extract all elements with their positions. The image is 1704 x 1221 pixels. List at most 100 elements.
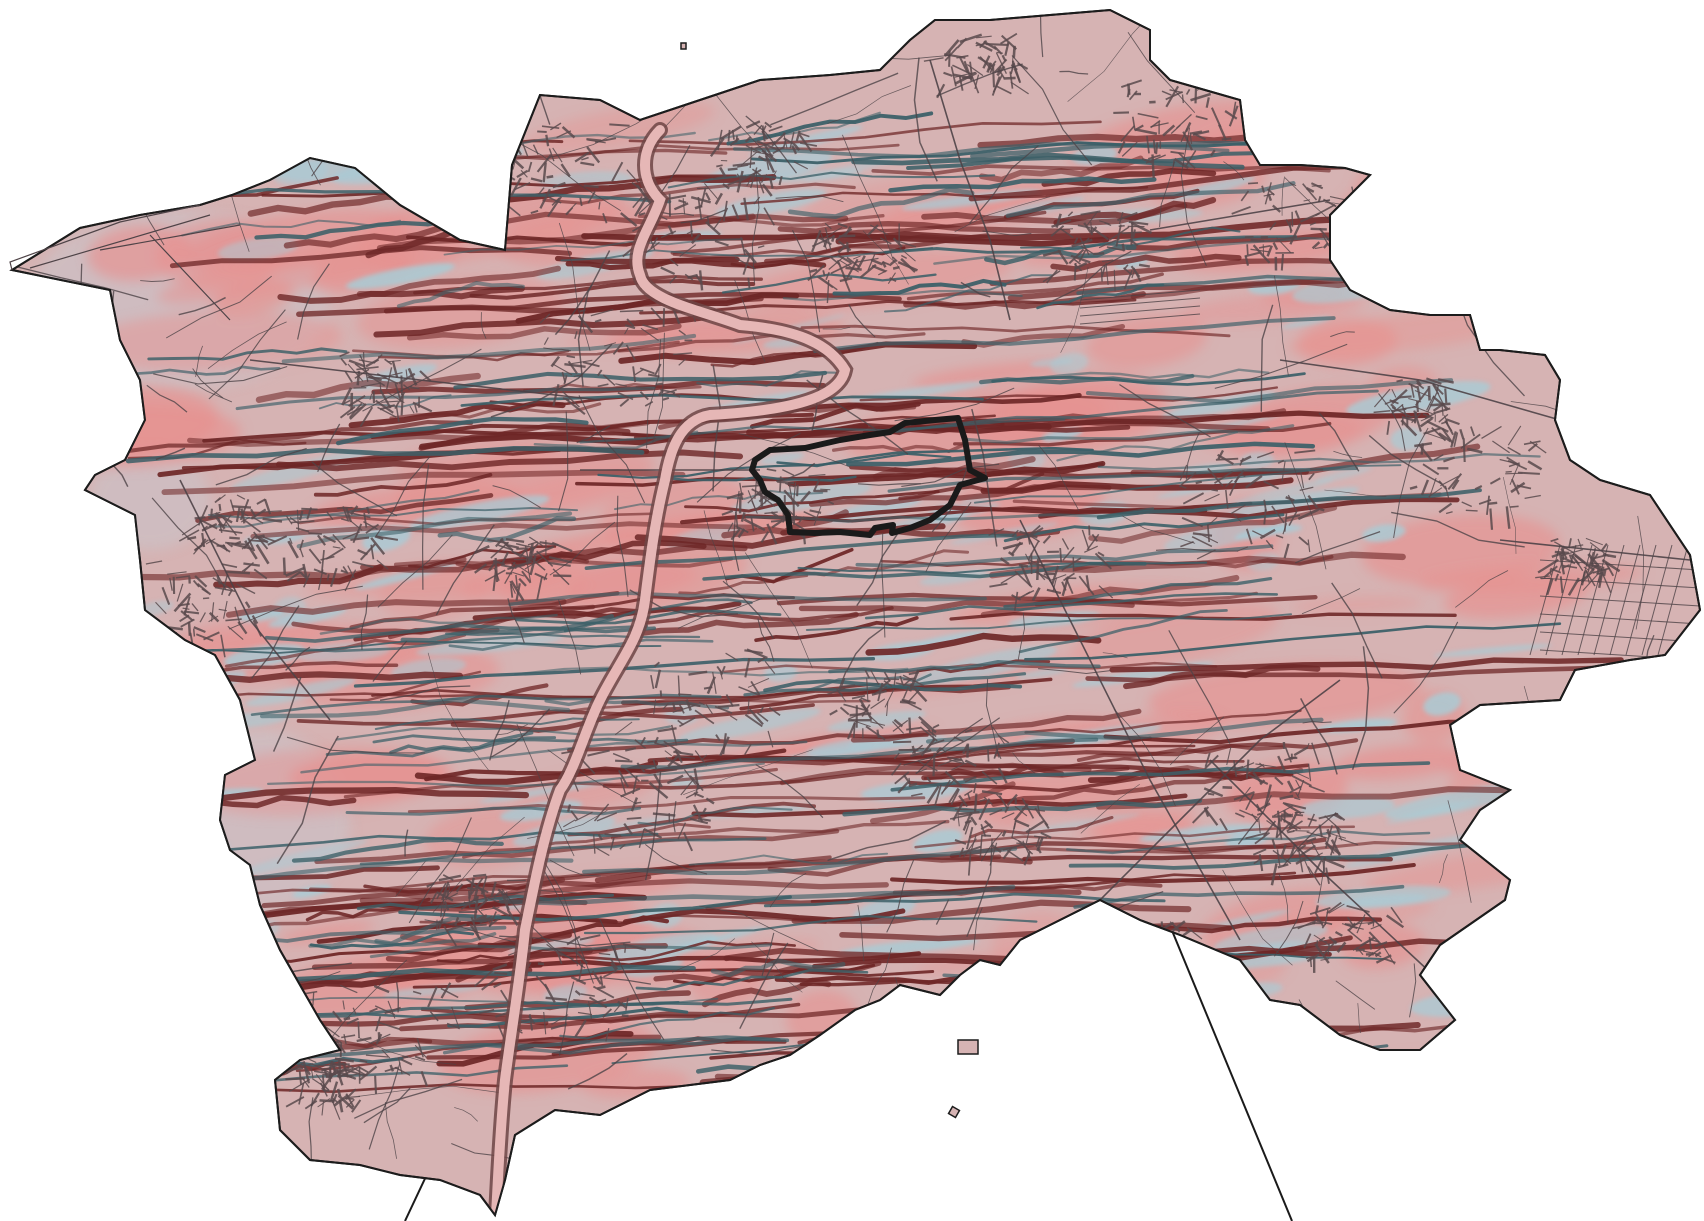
dark-red-contour xyxy=(1050,253,1242,273)
dark-teal-contour xyxy=(389,731,534,755)
urban-street-segment xyxy=(811,230,822,253)
urban-street-segment xyxy=(1161,90,1172,96)
urban-street-segment xyxy=(995,85,1012,95)
urban-street-segment xyxy=(1303,858,1312,876)
urban-street-segment xyxy=(179,614,190,623)
dark-red-contour xyxy=(313,472,493,497)
urban-street-segment xyxy=(918,715,937,734)
street-line xyxy=(285,646,311,671)
urban-street-segment xyxy=(394,1066,411,1076)
urban-street-segment xyxy=(623,822,633,835)
urban-street-segment xyxy=(373,984,390,994)
dark-red-contour xyxy=(776,592,1318,607)
urban-street-segment xyxy=(443,900,450,911)
urban-street-segment xyxy=(326,511,334,521)
urban-street-segment xyxy=(581,156,589,161)
urban-street-segment xyxy=(1048,574,1067,582)
street-line xyxy=(576,977,651,985)
street-line xyxy=(360,594,369,650)
urban-street-segment xyxy=(299,571,309,581)
urban-street-segment xyxy=(1035,837,1041,848)
urban-street-segment xyxy=(1289,223,1302,245)
urban-street-segment xyxy=(1203,787,1224,798)
urban-street-segment xyxy=(1390,403,1397,410)
urban-street-segment xyxy=(328,1067,333,1079)
street-line xyxy=(454,1107,478,1122)
street-line xyxy=(1301,588,1361,615)
cool-overlay-blob xyxy=(245,678,356,707)
urban-street-segment xyxy=(1489,477,1501,485)
urban-street-segment xyxy=(761,125,767,134)
street-line xyxy=(577,250,611,387)
urban-street-segment xyxy=(1550,537,1559,543)
dark-red-contour xyxy=(420,1002,801,1024)
urban-street-segment xyxy=(678,329,686,336)
dark-teal-contour xyxy=(1003,577,1273,609)
urban-street-segment xyxy=(1414,441,1433,448)
dark-red-contour xyxy=(202,429,674,443)
urban-street-segment xyxy=(1232,765,1244,771)
urban-street-segment xyxy=(222,544,229,552)
urban-street-segment xyxy=(791,145,798,155)
dark-red-contour xyxy=(908,763,1310,793)
urban-street-segment xyxy=(1601,558,1621,573)
urban-street-segment xyxy=(609,957,619,970)
urban-street-segment xyxy=(1098,585,1114,599)
dark-red-contour xyxy=(628,120,1102,146)
urban-street-segment xyxy=(981,770,998,785)
urban-street-segment xyxy=(488,911,497,928)
urban-street-segment xyxy=(512,571,525,577)
urban-street-segment xyxy=(798,133,813,153)
street-line xyxy=(1455,570,1509,608)
urban-street-segment xyxy=(892,256,898,262)
dark-teal-contour xyxy=(667,171,996,189)
urban-street-segment xyxy=(650,307,663,321)
urban-street-segment xyxy=(610,962,618,971)
urban-street-segment xyxy=(1277,755,1287,773)
urban-street-segment xyxy=(1006,793,1018,807)
urban-street-segment xyxy=(1314,246,1323,250)
dark-red-contour xyxy=(991,773,1237,807)
urban-street-segment xyxy=(545,134,550,147)
urban-street-segment xyxy=(678,358,686,366)
urban-street-segment xyxy=(1481,425,1502,439)
dark-teal-contour xyxy=(1024,622,1562,661)
urban-street-segment xyxy=(341,387,353,406)
urban-street-segment xyxy=(302,563,308,578)
urban-street-segment xyxy=(397,1057,403,1075)
urban-street-segment xyxy=(813,505,822,526)
dark-teal-contour xyxy=(1003,513,1285,543)
street-line xyxy=(1127,31,1196,114)
street-line xyxy=(547,749,638,805)
street-line xyxy=(775,195,844,203)
urban-street-segment xyxy=(1320,958,1330,961)
urban-street-segment xyxy=(321,1100,325,1116)
street-line xyxy=(1368,434,1442,485)
dark-red-contour xyxy=(373,311,726,338)
urban-street-segment xyxy=(1131,270,1135,279)
urban-street-segment xyxy=(722,207,729,219)
urban-street-segment xyxy=(1059,227,1074,239)
street-line xyxy=(151,497,227,590)
urban-street-segment xyxy=(474,563,488,574)
street-line xyxy=(913,57,938,182)
urban-street-segment xyxy=(1313,917,1318,925)
urban-street-segment xyxy=(1193,132,1206,141)
urban-street-segment xyxy=(1270,863,1278,886)
urban-street-segment xyxy=(1362,950,1379,955)
highlighted-district-outline xyxy=(749,415,988,538)
urban-street-segment xyxy=(1248,774,1269,785)
urban-street-segment xyxy=(1071,238,1093,248)
urban-street-segment xyxy=(1006,849,1024,862)
street-line xyxy=(1438,854,1448,884)
urban-street-segment xyxy=(250,508,257,518)
dark-red-contour xyxy=(610,819,950,840)
arterial-road xyxy=(1499,539,1691,561)
street-line xyxy=(501,888,586,969)
urban-street-segment xyxy=(1165,85,1180,108)
urban-street-segment xyxy=(1135,128,1158,136)
dark-red-contour xyxy=(898,471,1045,501)
dark-red-contour xyxy=(750,401,921,429)
urban-street-segment xyxy=(1289,785,1302,794)
street-line xyxy=(744,552,813,669)
